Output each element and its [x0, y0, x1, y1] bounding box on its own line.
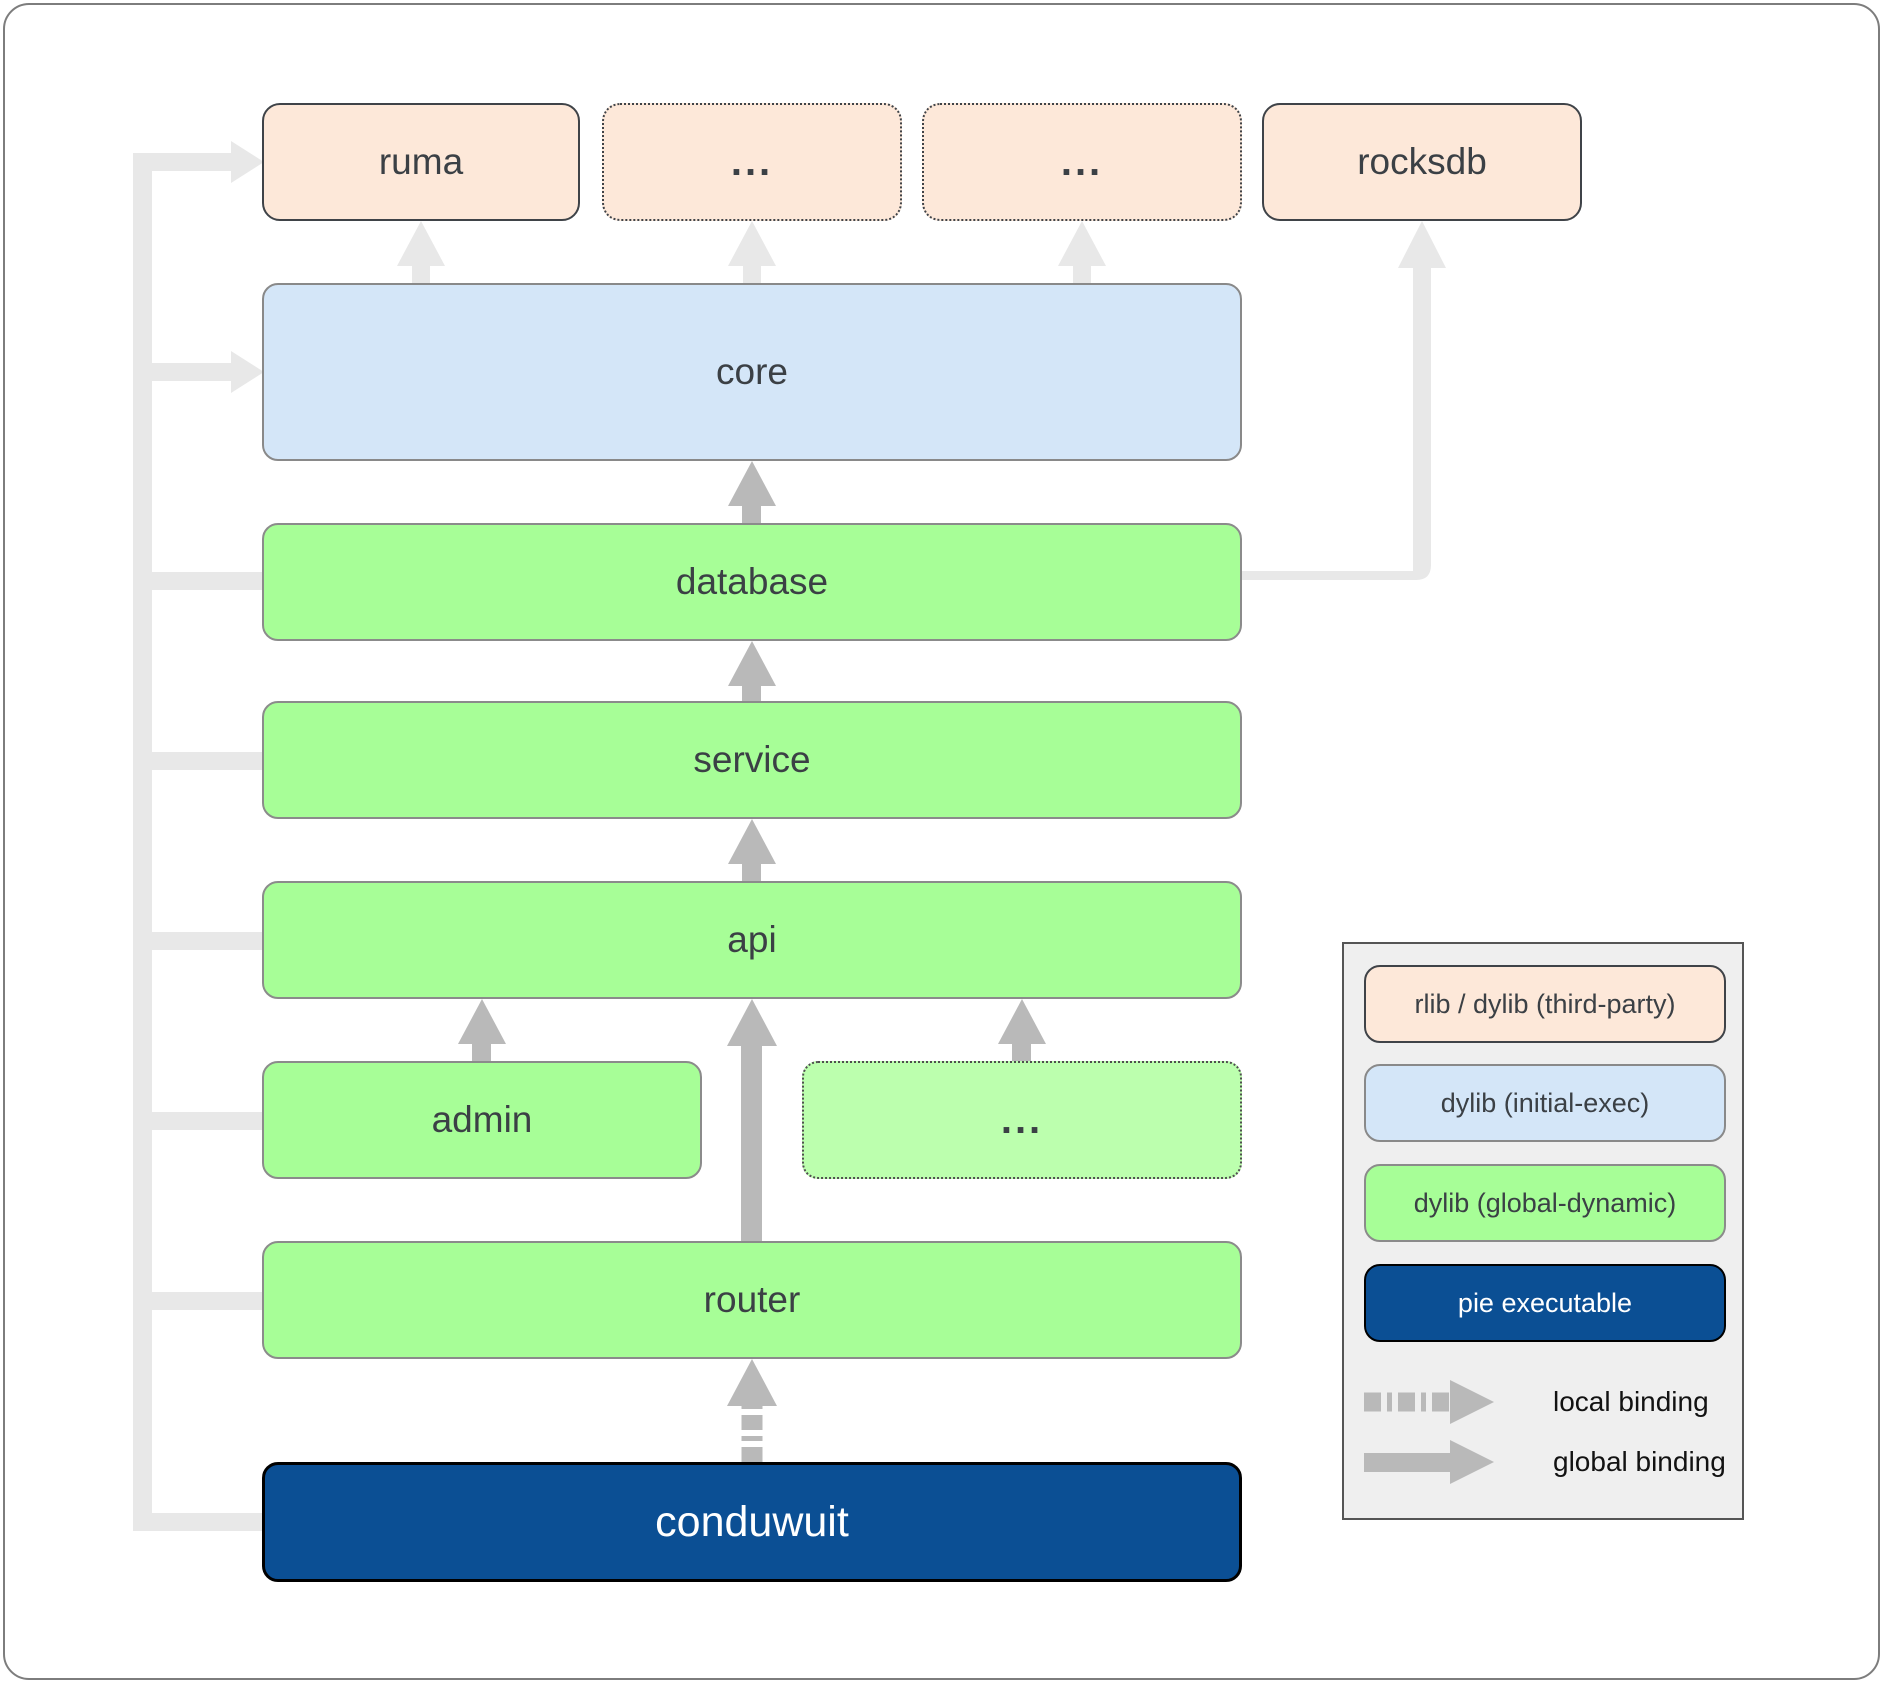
- branch-ruma-line: [133, 153, 233, 171]
- arrow-conduwuit-router-local: [727, 1359, 777, 1462]
- arrow-core-ellipsis1-head: [728, 221, 776, 266]
- branch-database-line: [133, 572, 264, 590]
- legend-item-pie-executable-label: pie executable: [1457, 1287, 1633, 1318]
- node-admin: admin: [262, 1061, 702, 1179]
- legend-global-binding-label: global binding: [1553, 1446, 1726, 1477]
- legend-global-binding-row: global binding: [1362, 1436, 1728, 1488]
- node-database-label: database: [675, 561, 829, 602]
- legend-local-binding-row: local binding: [1362, 1376, 1728, 1428]
- arrow-database-rocksdb: [1242, 221, 1446, 580]
- local-binding-arrow-icon: [1364, 1380, 1494, 1424]
- arrow-ellipsis3-api-head: [998, 999, 1046, 1044]
- legend-local-binding-label: local binding: [1553, 1386, 1709, 1417]
- node-api: api: [262, 881, 1242, 999]
- arrow-service-database-head: [728, 641, 776, 686]
- node-admin-label: admin: [431, 1099, 533, 1140]
- branch-router-line: [133, 1292, 264, 1310]
- global-binding-arrow-icon: [1364, 1440, 1494, 1484]
- branch-service-line: [133, 752, 264, 770]
- node-rocksdb: rocksdb: [1262, 103, 1582, 221]
- branch-core-arrowhead: [231, 351, 264, 393]
- arrows-global-binding: [458, 461, 1046, 1241]
- global-binding-trunk: [133, 141, 264, 1531]
- legend-item-thirdparty: rlib / dylib (third-party): [1364, 965, 1726, 1043]
- legend-item-global-dynamic: dylib (global-dynamic): [1364, 1164, 1726, 1242]
- node-ellipsis3-label: ...: [1000, 1097, 1044, 1142]
- node-ellipsis-dylib: ...: [802, 1061, 1242, 1179]
- legend-panel: rlib / dylib (third-party) dylib (initia…: [1342, 942, 1744, 1520]
- arrows-core-to-top-row: [397, 221, 1106, 283]
- page-border-frame: [3, 3, 1880, 1680]
- node-router-label: router: [703, 1279, 801, 1320]
- branch-admin-line: [133, 1112, 264, 1130]
- branch-ruma-arrowhead: [231, 141, 264, 183]
- node-conduwuit: conduwuit: [262, 1462, 1242, 1582]
- node-core: core: [262, 283, 1242, 461]
- node-ellipsis-thirdparty-2: ...: [922, 103, 1242, 221]
- node-conduwuit-label: conduwuit: [655, 1497, 849, 1546]
- arrow-router-api-shaft: [741, 1038, 762, 1241]
- arrow-admin-api-head: [458, 999, 506, 1044]
- node-ruma: ruma: [262, 103, 580, 221]
- node-service: service: [262, 701, 1242, 819]
- database-rocksdb-arrowhead: [1398, 221, 1446, 268]
- node-rocksdb-label: rocksdb: [1357, 141, 1487, 182]
- arrow-core-ruma-head: [397, 221, 445, 266]
- node-service-label: service: [693, 739, 811, 780]
- branch-core-line: [133, 363, 233, 381]
- legend-item-pie-executable: pie executable: [1364, 1264, 1726, 1342]
- arrow-api-service-head: [728, 819, 776, 864]
- node-core-label: core: [716, 351, 788, 392]
- legend-item-global-dynamic-label: dylib (global-dynamic): [1413, 1187, 1677, 1218]
- arrow-core-ellipsis2-head: [1058, 221, 1106, 266]
- node-database: database: [262, 523, 1242, 641]
- node-ellipsis2-label: ...: [1060, 139, 1104, 184]
- arrow-router-api-head: [727, 999, 777, 1046]
- legend-item-thirdparty-label: rlib / dylib (third-party): [1414, 988, 1676, 1019]
- node-router: router: [262, 1241, 1242, 1359]
- node-ruma-label: ruma: [378, 141, 464, 182]
- node-ellipsis-thirdparty-1: ...: [602, 103, 902, 221]
- branch-conduwuit-line: [133, 1513, 264, 1531]
- legend-item-initial-exec: dylib (initial-exec): [1364, 1064, 1726, 1142]
- legend-item-initial-exec-label: dylib (initial-exec): [1440, 1087, 1650, 1118]
- trunk-vertical-line: [133, 153, 152, 1531]
- branch-api-line: [133, 932, 264, 950]
- node-api-label: api: [727, 919, 777, 960]
- arrow-database-core-head: [728, 461, 776, 506]
- arrow-conduwuit-router-head: [727, 1359, 777, 1406]
- database-rocksdb-elbow: [1242, 255, 1431, 580]
- node-ellipsis1-label: ...: [730, 139, 774, 184]
